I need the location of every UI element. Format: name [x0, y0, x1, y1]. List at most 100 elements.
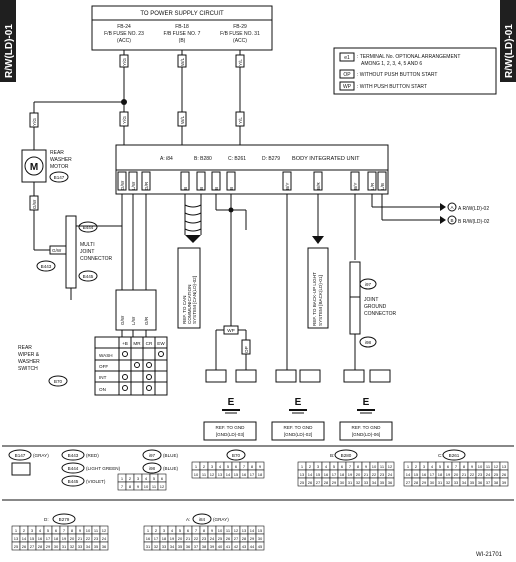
svg-text:2: 2	[415, 464, 418, 469]
svg-text:9: 9	[365, 464, 368, 469]
svg-text:28: 28	[414, 480, 419, 485]
svg-text:: WITHOUT PUSH BUTTON START: : WITHOUT PUSH BUTTON START	[357, 72, 437, 78]
svg-text:30: 30	[54, 544, 59, 549]
svg-text:i98: i98	[365, 340, 372, 345]
svg-text:G/W: G/W	[120, 180, 125, 190]
svg-text:10: 10	[218, 528, 223, 533]
multi-joint-connector: G/W MULTI JOINT CONNECTOR B444 B443 B445	[36, 215, 122, 300]
svg-text:B: B	[229, 187, 234, 190]
svg-text:19: 19	[348, 472, 353, 477]
svg-text:11: 11	[486, 464, 491, 469]
svg-text:JOINT: JOINT	[80, 249, 94, 255]
svg-text:7: 7	[63, 528, 66, 533]
svg-text:34: 34	[462, 480, 467, 485]
svg-text:10: 10	[194, 472, 199, 477]
svg-text:33: 33	[364, 480, 369, 485]
svg-text:B444: B444	[68, 466, 79, 471]
svg-text:G/R: G/R	[144, 181, 149, 190]
svg-text:REF. TO GND: REF. TO GND	[216, 425, 246, 430]
svg-text:24: 24	[388, 472, 393, 477]
svg-text:ON: ON	[99, 387, 106, 392]
svg-text:18: 18	[258, 472, 263, 477]
svg-text:7: 7	[349, 464, 352, 469]
svg-text:17: 17	[332, 472, 337, 477]
svg-text:43: 43	[242, 544, 247, 549]
svg-text:EW: EW	[157, 341, 165, 346]
svg-text:18: 18	[54, 536, 59, 541]
svg-text:11: 11	[94, 528, 99, 533]
svg-text:i84: i84	[199, 517, 206, 522]
svg-text:4: 4	[39, 528, 42, 533]
svg-text:2: 2	[309, 464, 312, 469]
svg-text:12: 12	[388, 464, 393, 469]
svg-text:18: 18	[162, 536, 167, 541]
svg-text:(GRAY): (GRAY)	[33, 453, 49, 458]
power-supply-box: TO POWER SUPPLY CIRCUIT FB-24 F/B FUSE N…	[91, 5, 273, 51]
svg-text:4: 4	[145, 476, 148, 481]
svg-text:6: 6	[187, 528, 190, 533]
svg-text:14: 14	[22, 536, 27, 541]
svg-text:22: 22	[194, 536, 199, 541]
svg-text:16: 16	[242, 472, 247, 477]
svg-text:13: 13	[218, 472, 223, 477]
svg-text:29: 29	[250, 536, 255, 541]
svg-text:G/W: G/W	[32, 199, 37, 209]
svg-text:15: 15	[30, 536, 35, 541]
svg-text:(VIOLET): (VIOLET)	[86, 479, 106, 484]
svg-text:26: 26	[226, 536, 231, 541]
svg-text:(GRAY): (GRAY)	[213, 517, 229, 522]
svg-text:15: 15	[258, 528, 263, 533]
svg-text:FB-24: FB-24	[117, 24, 131, 30]
svg-text:12: 12	[160, 484, 165, 489]
svg-text:C: B261: C: B261	[228, 156, 246, 162]
svg-text:26: 26	[308, 480, 313, 485]
svg-text:22: 22	[372, 472, 377, 477]
svg-text:22: 22	[470, 472, 475, 477]
svg-text:L/R: L/R	[370, 182, 375, 190]
svg-text:15: 15	[414, 472, 419, 477]
svg-text:45: 45	[258, 544, 263, 549]
svg-text:10: 10	[372, 464, 377, 469]
svg-text:(BLUE): (BLUE)	[163, 453, 179, 458]
svg-text:7: 7	[455, 464, 458, 469]
svg-text:33: 33	[162, 544, 167, 549]
svg-text:14: 14	[406, 472, 411, 477]
svg-text:5: 5	[179, 528, 182, 533]
svg-text:36: 36	[388, 480, 393, 485]
right-arrows: A B A R/W(LD)-02 B R/W(LD)-02	[440, 202, 490, 225]
bcu-output-wires: G/W L/W G/R B B B B B/Y B/R B/Y L/R L/B	[117, 171, 440, 370]
svg-text:12: 12	[210, 472, 215, 477]
svg-text:B: B280: B: B280	[194, 156, 212, 162]
svg-text:42: 42	[234, 544, 239, 549]
svg-text:(BLUE): (BLUE)	[163, 466, 179, 471]
svg-text:4: 4	[171, 528, 174, 533]
ground-group-2: E REF. TO GND [GND(LD)-02]	[271, 369, 325, 441]
svg-text:A R/W(LD)-02: A R/W(LD)-02	[458, 206, 489, 212]
svg-text:4: 4	[431, 464, 434, 469]
svg-text:8: 8	[251, 464, 254, 469]
svg-text:28: 28	[38, 544, 43, 549]
svg-text:B: B	[214, 187, 219, 190]
svg-text:6: 6	[161, 476, 164, 481]
svg-text:27: 27	[30, 544, 35, 549]
svg-text:F/B FUSE NO. 31: F/B FUSE NO. 31	[220, 31, 260, 37]
svg-text:19: 19	[446, 472, 451, 477]
svg-text:REF. TO GND: REF. TO GND	[284, 425, 314, 430]
svg-text:F/B FUSE NO. 7: F/B FUSE NO. 7	[164, 31, 201, 37]
svg-text:23: 23	[380, 472, 385, 477]
svg-text:B445: B445	[68, 479, 79, 484]
svg-text:14: 14	[308, 472, 313, 477]
svg-text:WIPER &: WIPER &	[18, 352, 40, 358]
svg-text:6: 6	[341, 464, 344, 469]
svg-text:OFF: OFF	[99, 364, 108, 369]
svg-text:M: M	[30, 162, 38, 173]
svg-text:38: 38	[494, 480, 499, 485]
body-integrated-unit: A: i84 B: B280 C: B261 D: B279 BODY INTE…	[115, 144, 389, 195]
svg-text:35: 35	[380, 480, 385, 485]
page-tab-left: R/W(LD)-01	[0, 0, 16, 82]
svg-text:3: 3	[317, 464, 320, 469]
svg-text:G/W: G/W	[52, 248, 62, 253]
svg-text:21: 21	[186, 536, 191, 541]
